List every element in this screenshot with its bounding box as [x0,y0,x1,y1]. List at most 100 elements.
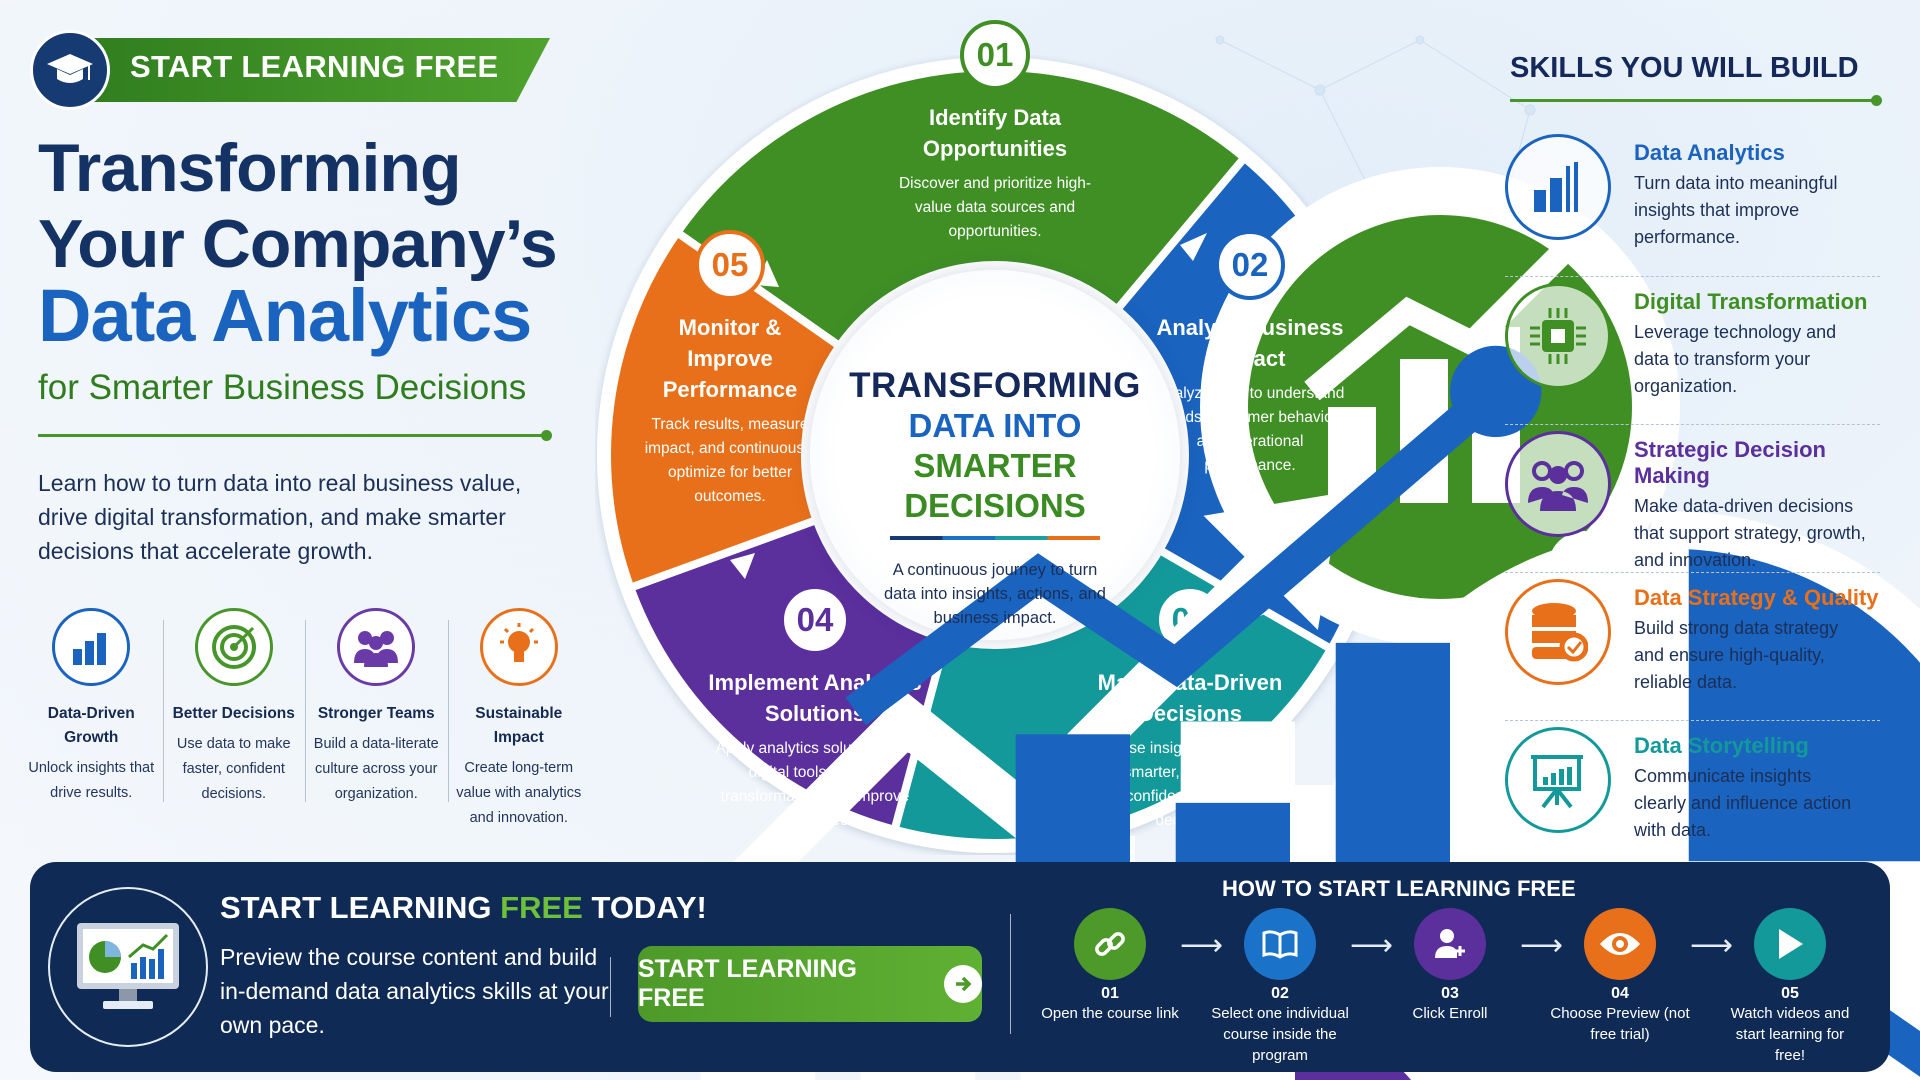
benefit-desc: Unlock insights that drive results. [28,760,155,801]
growth-chart-icon [655,470,1341,1080]
step-label: Choose Preview (not free trial) [1550,1005,1690,1043]
how-to-step: 04 Choose Preview (not free trial) [1550,908,1690,1045]
page-subtitle: for Smarter Business Decisions [38,368,527,407]
title-divider [38,430,552,441]
arrow-right-icon: ⟶ [1350,929,1394,962]
add-user-icon [1414,908,1486,980]
step-number: 04 [1611,985,1629,1002]
benefit-item: Stronger Teams Build a data-literate cul… [305,600,448,810]
arrow-right-icon: ⟶ [1690,929,1734,962]
step-number-badge: 04 [780,585,850,655]
play-icon [1754,908,1826,980]
benefit-title: Stronger Teams [317,705,435,722]
process-cycle: 01 Identify Data Opportunities Discover … [595,20,1920,1080]
target-icon [194,608,273,686]
benefit-item: Better Decisions Use data to make faster… [162,600,306,810]
benefit-item: Data-Driven Growth Unlock insights that … [20,600,163,810]
benefit-title: Sustainable Impact [475,705,563,746]
arrow-right-icon: ⟶ [1180,929,1224,962]
skill-desc: Turn data into meaningful insights that … [1634,173,1838,247]
skill-desc: Leverage technology and data to transfor… [1634,322,1837,396]
step-label: Click Enroll [1412,1005,1488,1022]
book-icon [1244,908,1316,980]
benefit-desc: Use data to make faster, confident decis… [176,736,291,802]
skill-title: Data Strategy & Quality [1634,585,1879,610]
graduation-cap-icon [30,30,110,110]
how-to-steps: 01 Open the course link ⟶ 02 Select one … [1040,908,1860,1066]
center-desc: A continuous journey to turn data into i… [884,561,1106,627]
step-number-badge: 01 [960,20,1030,90]
skill-item: Digital Transformation Leverage technolo… [1505,276,1880,424]
title-line-1: Transforming [38,130,461,206]
banner-heading: START LEARNING FREE TODAY! [220,890,707,926]
benefit-item: Sustainable Impact Create long-term valu… [447,600,591,826]
eye-icon [1584,908,1656,980]
skill-desc: Make data-driven decisions that support … [1634,496,1866,570]
benefit-desc: Create long-term value with analytics an… [456,760,582,826]
database-icon [1505,579,1611,685]
page-title: Transforming Your Company’s [38,130,558,282]
center-divider [890,536,1100,540]
banner-separator [610,957,611,1017]
how-to-step: 02 Select one individual course inside t… [1210,908,1350,1066]
skill-desc: Communicate insights clearly and influen… [1634,766,1852,840]
step-label: Watch videos and start learning for free… [1730,1005,1850,1064]
start-learning-ribbon[interactable]: START LEARNING FREE [30,30,550,110]
banner-heading-post: TODAY! [582,890,707,925]
center-title-line-1: TRANSFORMING [849,366,1141,405]
how-to-heading: HOW TO START LEARNING FREE [1222,876,1576,901]
cycle-step-05: 05 Monitor & Improve Performance Track r… [630,230,830,509]
step-label: Open the course link [1041,1005,1179,1022]
cta-banner: START LEARNING FREE TODAY! Preview the c… [30,862,1890,1072]
skill-item: Strategic Decision Making Make data-driv… [1505,424,1880,572]
skill-title: Digital Transformation [1634,289,1868,314]
arrow-right-icon: ⟶ [1520,929,1564,962]
arrow-right-icon [944,965,982,1003]
cycle-step-01: 01 Identify Data Opportunities Discover … [845,20,1145,244]
title-line-3: Data Analytics [38,274,532,357]
ribbon-bar [70,38,550,102]
banner-text: Preview the course content and build in-… [220,944,609,1038]
banner-heading-pre: START LEARNING [220,890,501,925]
how-to-step: 01 Open the course link [1040,908,1180,1024]
step-desc: Track results, measure impact, and conti… [644,416,816,505]
monitor-dashboard-icon [48,887,208,1047]
step-number-badge: 02 [1215,230,1285,300]
step-number: 02 [1271,985,1289,1002]
skill-title: Data Analytics [1634,140,1785,165]
step-title: Monitor & Improve Performance [662,315,798,402]
step-number: 01 [1101,985,1119,1002]
trend-chart-icon [810,300,1542,1032]
chip-icon [1505,283,1611,389]
skills-list: Data Analytics Turn data into meaningful… [1505,128,1880,868]
bar-chart-icon [1505,134,1611,240]
skills-heading: SKILLS YOU WILL BUILD [1510,52,1859,84]
banner-heading-free: FREE [500,890,583,925]
step-number: 05 [1781,985,1799,1002]
skills-divider [1510,95,1882,106]
team-icon [1505,431,1611,537]
skill-item: Data Storytelling Communicate insights c… [1505,720,1880,868]
title-line-2: Your Company’s [38,206,558,282]
center-title-line-4: DECISIONS [904,487,1086,524]
lightbulb-icon [479,608,558,686]
step-title: Analyze Business Impact [1156,315,1344,371]
bar-chart-icon [52,608,131,686]
step-number: 03 [1441,985,1459,1002]
start-learning-free-button[interactable]: START LEARNING FREE [638,946,982,1022]
link-icon [1074,908,1146,980]
skill-desc: Build strong data strategy and ensure hi… [1634,618,1839,692]
benefits-row: Data-Driven Growth Unlock insights that … [20,600,591,826]
step-number-badge: 05 [695,230,765,300]
step-desc: Discover and prioritize high-value data … [898,175,1092,240]
benefit-title: Better Decisions [172,705,295,722]
cycle-step-02: 02 Analyze Business Impact Analyze data … [1150,230,1350,478]
center-title-line-3: SMARTER [913,447,1077,484]
skill-item: Data Strategy & Quality Build strong dat… [1505,572,1880,720]
step-label: Select one individual course inside the … [1211,1005,1349,1064]
ribbon-label: START LEARNING FREE [130,49,499,84]
banner-separator [1010,914,1011,1034]
magnifier-chart-icon [1080,135,1764,859]
lead-paragraph: Learn how to turn data into real busines… [38,470,522,564]
skill-title: Strategic Decision Making [1634,437,1826,488]
